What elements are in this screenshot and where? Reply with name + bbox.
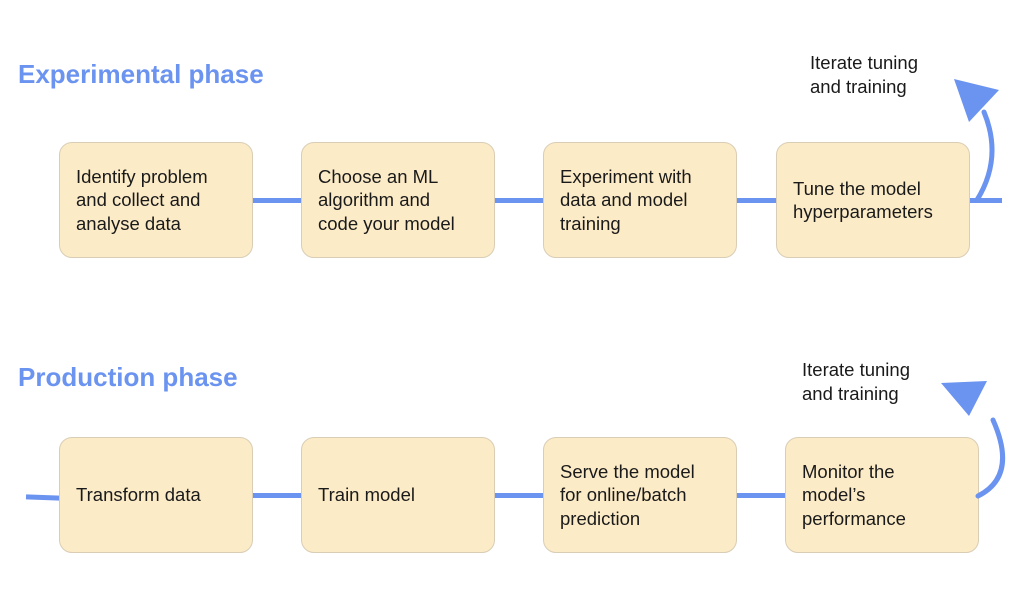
connector-line (736, 198, 776, 203)
step-label: Monitor the model’s performance (802, 460, 906, 529)
step-label: Serve the model for online/batch predict… (560, 460, 695, 529)
step-label: Tune the model hyperparameters (793, 177, 933, 223)
step-train-model: Train model (301, 437, 495, 553)
connector-line (494, 493, 544, 498)
step-tune-hyperparameters: Tune the model hyperparameters (776, 142, 970, 258)
step-serve-model: Serve the model for online/batch predict… (543, 437, 737, 553)
connector-line (252, 493, 302, 498)
step-monitor-performance: Monitor the model’s performance (785, 437, 979, 553)
step-label: Experiment with data and model training (560, 165, 692, 234)
iterate-label: Iterate tuning and training (802, 359, 910, 404)
step-label: Train model (318, 484, 415, 506)
step-label: Transform data (76, 484, 201, 506)
step-experiment: Experiment with data and model training (543, 142, 737, 258)
experimental-phase-title: Experimental phase (18, 59, 264, 89)
iterate-arrow-icon (954, 79, 999, 203)
connector-line (252, 198, 302, 203)
connector-line (494, 198, 544, 203)
step-identify-problem: Identify problem and collect and analyse… (59, 142, 253, 258)
production-phase-title: Production phase (18, 362, 238, 392)
iterate-label: Iterate tuning and training (810, 52, 918, 97)
step-label: Choose an ML algorithm and code your mod… (318, 165, 455, 234)
iterate-arrow-icon (941, 381, 1006, 499)
connector-line (736, 493, 786, 498)
step-label: Identify problem and collect and analyse… (76, 165, 208, 234)
connector-line (968, 198, 1002, 203)
step-choose-algorithm: Choose an ML algorithm and code your mod… (301, 142, 495, 258)
step-transform-data: Transform data (59, 437, 253, 553)
